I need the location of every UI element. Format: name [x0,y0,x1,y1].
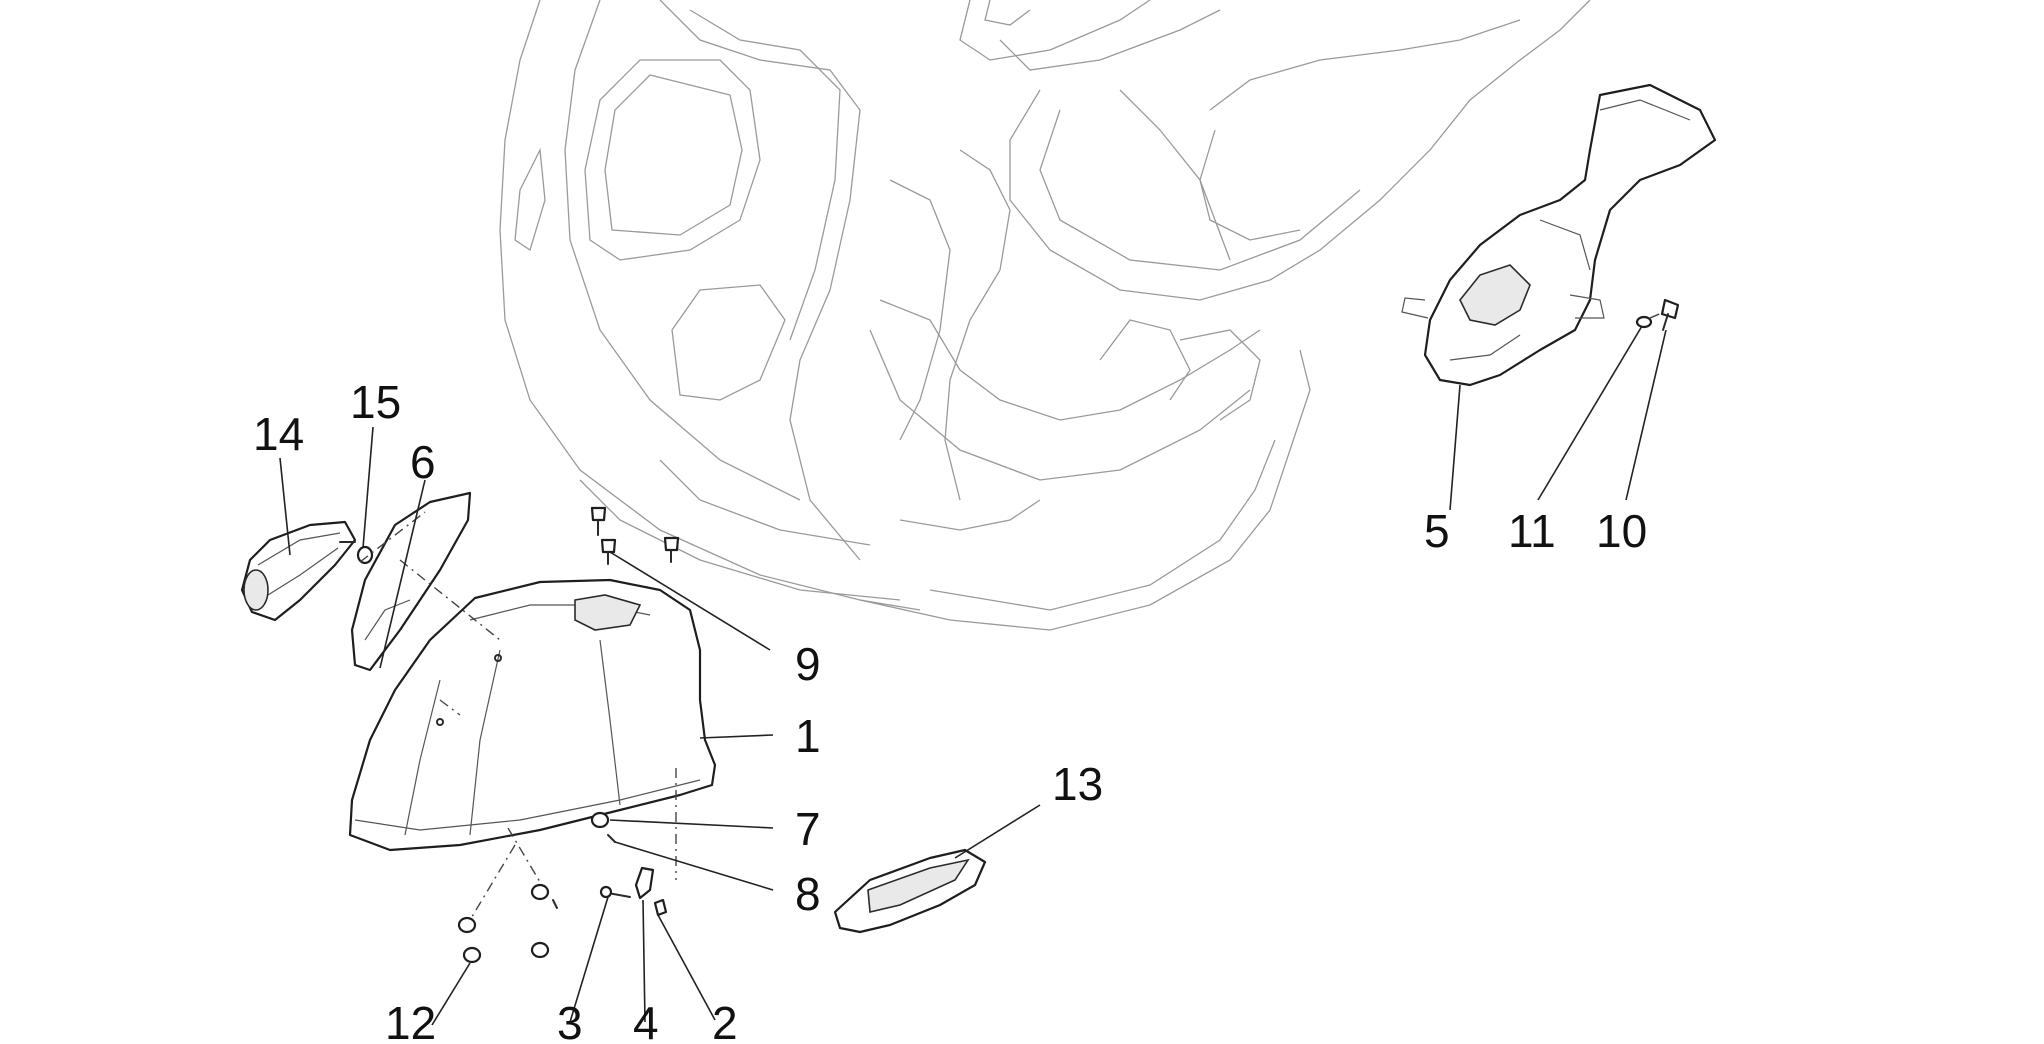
part-9-screws [590,506,680,565]
callout-5: 5 [1424,505,1450,557]
part-8-screw [607,834,616,843]
callout-9: 9 [795,638,821,690]
callout-3: 3 [557,997,583,1044]
callout-4: 4 [633,997,659,1044]
part-11-washer [1635,315,1653,329]
callout-6: 6 [410,436,436,488]
part-14-light-housing [240,520,357,622]
callout-13: 13 [1052,758,1103,810]
callout-10: 10 [1596,505,1647,557]
part-2-clip [653,898,668,917]
part-13-light-housing [833,848,987,934]
callout-11: 11 [1508,505,1556,557]
callout-15: 15 [350,376,401,428]
part-5-inner-mudguard [1401,83,1717,387]
callout-14: 14 [253,408,304,460]
scooter-frame-outline [499,0,1591,631]
callout-8: 8 [795,868,821,920]
callout-2: 2 [712,997,738,1044]
part-10-screw [1660,298,1680,331]
part-4-bracket [634,866,655,900]
leader-lines [279,325,1667,1026]
part-1-front-mudguard [348,578,717,852]
callout-labels: 1 2 3 4 5 6 7 8 9 10 11 12 13 14 15 [253,376,1647,1044]
callout-1: 1 [795,710,821,762]
part-3-bolt [599,885,631,899]
part-7-nut [590,811,610,829]
part-6-lens [350,491,472,672]
part-15-screw [339,541,374,565]
callout-12: 12 [385,997,436,1044]
part-12-clips [457,883,558,964]
callout-7: 7 [795,803,821,855]
